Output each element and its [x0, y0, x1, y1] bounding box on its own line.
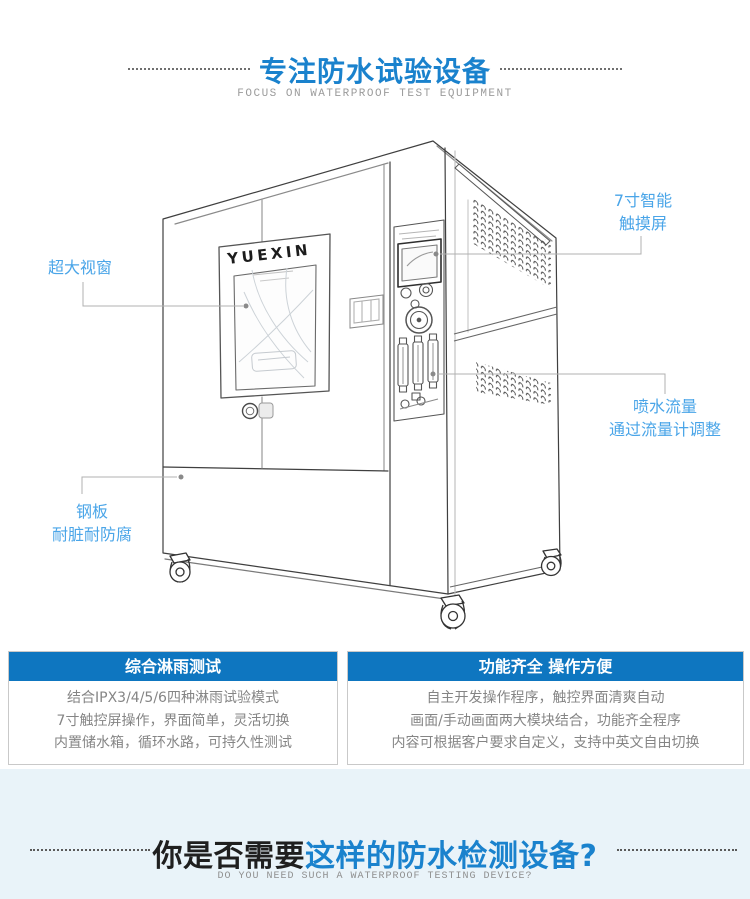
title-dotted-line-right	[500, 68, 622, 70]
info-box-functions: 功能齐全 操作方便 自主开发操作程序，触控界面清爽自动 画面/手动画面两大模块结…	[347, 651, 744, 765]
footer-band	[0, 769, 750, 899]
footer-dotted-line-right	[617, 849, 737, 851]
machine-illustration: YUEXIN	[81, 140, 666, 630]
callout-label-text: 喷水流量	[632, 397, 697, 416]
machine-figure: YUEXIN	[0, 130, 750, 650]
page-subtitle: FOCUS ON WATERPROOF TEST EQUIPMENT	[237, 88, 513, 100]
flow-meters	[397, 333, 439, 393]
callout-label-flow: 喷水流量 通过流量计调整	[598, 395, 732, 441]
footer-dotted-line-left	[30, 849, 150, 851]
page-title: 专注防水试验设备	[258, 55, 491, 88]
footer-question-black: 你是否需要	[152, 839, 306, 874]
info-line: 7寸触控屏操作，界面简单，灵活切换	[56, 712, 290, 729]
title-dotted-line-left	[128, 68, 250, 70]
info-line: 内置储水箱，循环水路，可持久性测试	[54, 735, 292, 751]
vent-grille-upper	[472, 197, 551, 289]
info-box-rain-test: 综合淋雨测试 结合IPX3/4/5/6四种淋雨试验模式 7寸触控屏操作，界面简单…	[8, 651, 338, 765]
callout-label-text: 超大视窗	[48, 258, 113, 277]
info-line: 自主开发操作程序，触控界面清爽自动	[426, 690, 665, 706]
viewing-window: YUEXIN	[218, 233, 331, 399]
caster-middle	[440, 594, 466, 630]
glass-reflections	[238, 267, 314, 379]
footer-subtitle: DO YOU NEED SUCH A WATERPROOF TESTING DE…	[217, 871, 533, 882]
info-box-body: 自主开发操作程序，触控界面清爽自动 画面/手动画面两大模块结合，功能齐全程序 内…	[348, 681, 743, 764]
callout-label-viewport: 超大视窗	[48, 256, 112, 279]
info-box-body: 结合IPX3/4/5/6四种淋雨试验模式 7寸触控屏操作，界面简单，灵活切换 内…	[9, 681, 337, 764]
side-panel-details	[449, 163, 558, 588]
callout-label-text: 耐脏耐防腐	[51, 525, 132, 545]
info-box-header: 功能齐全 操作方便	[348, 652, 743, 681]
callout-label-text: 钢板	[75, 502, 108, 521]
callout-label-steel: 钢板 耐脏耐防腐	[42, 500, 142, 546]
vent-grille-lower	[476, 362, 551, 405]
control-panel	[393, 219, 445, 422]
info-box-header: 综合淋雨测试	[9, 652, 337, 681]
callout-label-touchscreen: 7寸智能 触摸屏	[593, 189, 693, 235]
caster-left	[169, 552, 191, 583]
callout-label-text: 7寸智能	[613, 191, 673, 210]
test-sample-sketch	[251, 350, 297, 372]
callout-label-text: 触摸屏	[618, 214, 667, 234]
panel-valves	[399, 392, 439, 410]
caster-right	[540, 548, 562, 577]
touchscreen	[397, 238, 442, 288]
casters	[169, 548, 562, 630]
footer-question-blue: 这样的防水检测设备?	[305, 839, 598, 874]
door-plate	[349, 294, 384, 329]
info-line: 结合IPX3/4/5/6四种淋雨试验模式	[67, 690, 279, 706]
callout-lines	[81, 236, 666, 494]
door-handle	[241, 402, 274, 420]
pressure-gauge	[405, 306, 433, 334]
callout-label-text: 通过流量计调整	[608, 420, 721, 440]
info-line: 画面/手动画面两大模块结合，功能齐全程序	[410, 712, 681, 729]
footer-question: 你是否需要这样的防水检测设备?	[0, 831, 750, 875]
info-line: 内容可根据客户要求自定义，支持中英文自由切换	[391, 735, 700, 751]
